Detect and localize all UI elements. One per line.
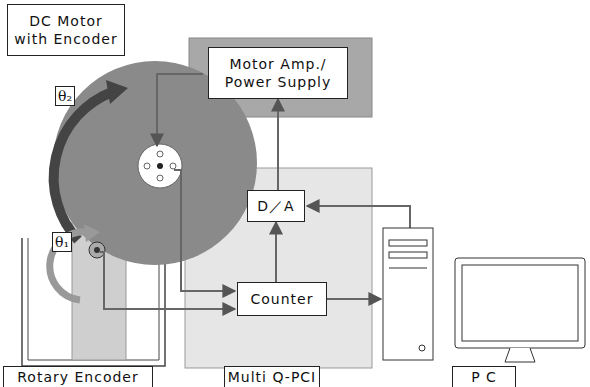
motor-wire [157, 74, 203, 146]
data-wire [307, 206, 410, 228]
rotation-arrow [50, 232, 88, 300]
angle-label: θ₂ [55, 86, 75, 106]
encoder-wire [100, 252, 235, 309]
amp-box: Motor Amp./ Power Supply [208, 47, 348, 99]
angle-label: θ₁ [52, 232, 72, 252]
box-text: D／A [250, 197, 302, 215]
box-text: Rotary Encoder [6, 368, 150, 386]
signal-arrow [277, 99, 279, 190]
box-text: Counter [240, 290, 324, 308]
box-text: Multi Q-PCI [227, 368, 317, 386]
box-text: DC Motor with Encoder [12, 12, 120, 48]
caption-box: Rotary Encoder [3, 366, 153, 387]
dac-box: D／A [247, 190, 305, 222]
counter-box: Counter [237, 282, 327, 316]
encoder-wire [174, 170, 235, 291]
rotation-arrow [54, 92, 112, 240]
pc-monitor [455, 258, 585, 348]
pc-tower [383, 228, 433, 360]
motor-hub [138, 144, 182, 188]
title-box: DC Motor with Encoder [7, 4, 125, 56]
box-text: Motor Amp./ Power Supply [213, 55, 343, 91]
box-text: P C [455, 368, 513, 386]
data-wire [327, 298, 381, 300]
signal-arrow [275, 222, 277, 282]
caption-box: Multi Q-PCI [224, 366, 320, 387]
encoder-shaft [89, 242, 105, 258]
caption-box: P C [452, 366, 516, 387]
